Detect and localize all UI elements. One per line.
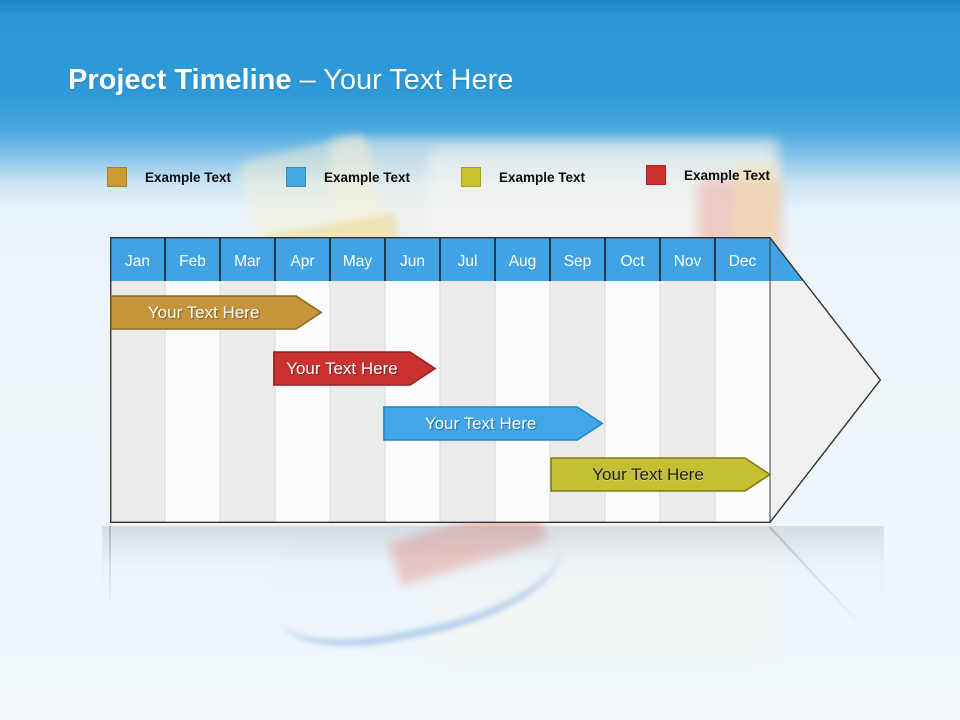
title-main: Project Timeline <box>68 64 292 96</box>
timeline-reflection <box>102 526 884 621</box>
month-label: Oct <box>620 253 645 270</box>
timeline-bar <box>110 295 323 330</box>
legend-item: Example Text <box>286 165 410 189</box>
slide-title: Project Timeline– Your Text Here <box>68 61 513 99</box>
timeline-bar <box>273 351 437 386</box>
timeline-bar-label: Your Text Here <box>286 359 398 378</box>
legend-swatch-yellow <box>461 167 481 187</box>
month-label: Jun <box>400 253 425 270</box>
legend-swatch-blue <box>286 167 306 187</box>
legend-label: Example Text <box>499 169 586 185</box>
title-subtitle: – Your Text Here <box>299 64 514 96</box>
month-column <box>110 238 165 522</box>
legend-item: Example Text <box>107 165 231 189</box>
project-timeline-chart: Jan Feb Mar Apr May Jun Jul Aug Sep Oct Nov DecYour… <box>110 237 882 523</box>
month-label: Feb <box>179 253 206 270</box>
legend-swatch-red <box>646 165 666 185</box>
month-label: Apr <box>290 253 314 270</box>
legend-item: Example Text <box>646 163 770 187</box>
month-label: Aug <box>509 253 537 270</box>
month-label: Dec <box>729 253 757 270</box>
legend: Example Text Example Text Example Text E… <box>0 165 960 193</box>
month-label: Jul <box>458 253 478 270</box>
legend-item: Example Text <box>461 165 585 189</box>
month-column <box>165 238 220 522</box>
month-label: May <box>343 253 373 270</box>
month-label: Nov <box>674 253 702 270</box>
month-label: Jan <box>125 253 150 270</box>
legend-label: Example Text <box>324 169 411 185</box>
timeline-bar-label: Your Text Here <box>592 465 704 484</box>
timeline-bar-label: Your Text Here <box>148 303 260 322</box>
legend-swatch-gold <box>107 167 127 187</box>
legend-label: Example Text <box>684 167 771 183</box>
reflection-left-edge <box>109 526 111 608</box>
month-label: Mar <box>234 253 261 270</box>
timeline-bar-label: Your Text Here <box>425 414 537 433</box>
reflection-diagonal-edge <box>768 526 866 630</box>
legend-label: Example Text <box>145 169 232 185</box>
month-label: Sep <box>564 253 592 270</box>
